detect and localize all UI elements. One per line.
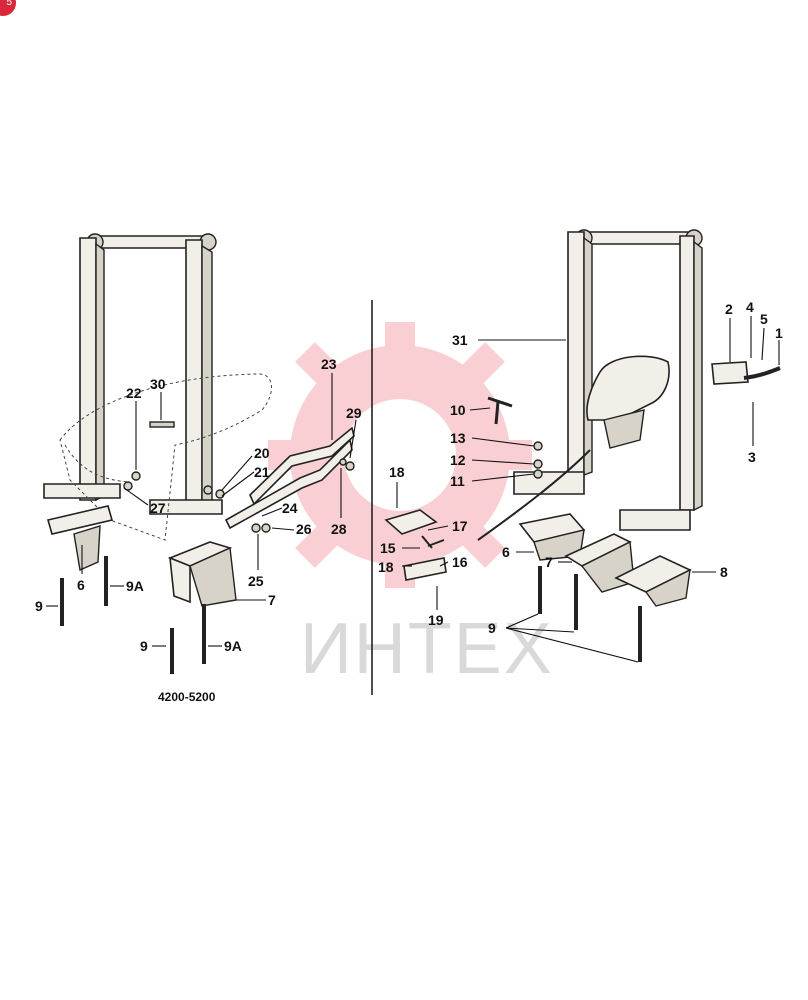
callout-3: 3	[748, 449, 756, 465]
callout-2: 2	[725, 301, 733, 317]
app-badge-icon: 5	[0, 0, 16, 16]
callout-9a-upper: 9A	[126, 578, 144, 594]
callout-11: 11	[450, 473, 465, 489]
left-assembly	[43, 233, 355, 674]
right-assembly	[384, 229, 781, 662]
callout-9-right: 9	[488, 620, 496, 636]
right-callouts: 31 2 4 5 1 3 10 13 12 11 18 17 15 18 16 …	[378, 299, 783, 636]
callout-6-left: 6	[77, 577, 85, 593]
gear-logo-icon	[268, 322, 532, 588]
callout-7-right: 7	[545, 554, 553, 570]
callout-9a-lower: 9A	[224, 638, 242, 654]
callout-9-lower: 9	[140, 638, 148, 654]
callout-8: 8	[720, 564, 728, 580]
callout-29: 29	[346, 405, 362, 421]
callout-5: 5	[760, 311, 768, 327]
callout-12: 12	[450, 452, 466, 468]
callout-18-lower: 18	[378, 559, 394, 575]
watermark-text: ИНТЕХ	[300, 609, 554, 689]
callout-30: 30	[150, 376, 166, 392]
callout-13: 13	[450, 430, 466, 446]
callout-22: 22	[126, 385, 142, 401]
leader-lines	[46, 316, 780, 663]
callout-1: 1	[775, 325, 783, 341]
callout-15: 15	[380, 540, 396, 556]
left-callouts: 22 30 23 29 20 21 27 24 26 28 25 6 9A 9 …	[35, 356, 362, 654]
callout-7-left: 7	[268, 592, 276, 608]
callout-23: 23	[321, 356, 337, 372]
callout-24: 24	[282, 500, 298, 516]
callout-27: 27	[150, 500, 166, 516]
callout-16: 16	[452, 554, 468, 570]
callout-18-upper: 18	[389, 464, 405, 480]
callout-20: 20	[254, 445, 270, 461]
callout-31: 31	[452, 332, 468, 348]
callout-9-upper: 9	[35, 598, 43, 614]
callout-10: 10	[450, 402, 466, 418]
callout-26: 26	[296, 521, 312, 537]
callout-6-right: 6	[502, 544, 510, 560]
callout-28: 28	[331, 521, 347, 537]
callout-17: 17	[452, 518, 468, 534]
callout-25: 25	[248, 573, 264, 589]
callout-21: 21	[254, 464, 270, 480]
callout-19: 19	[428, 612, 444, 628]
diagram-code: 4200-5200	[158, 690, 216, 704]
callout-4: 4	[746, 299, 754, 315]
